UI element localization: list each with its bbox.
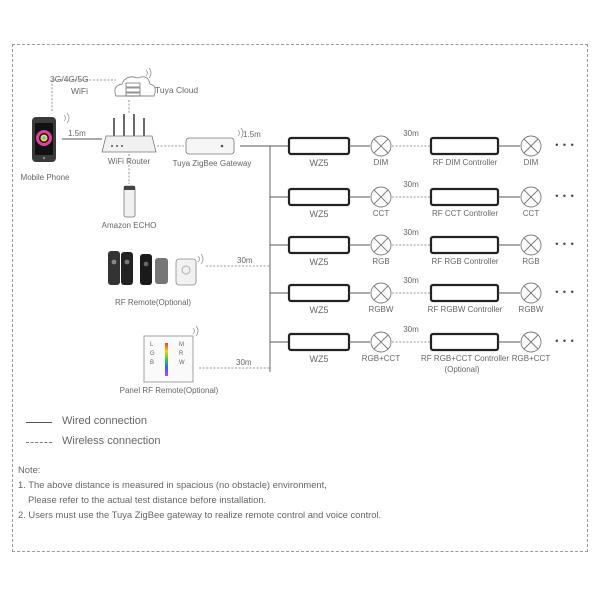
lamp-label: CCT	[372, 209, 390, 218]
rf-remote-icon	[108, 251, 197, 286]
lamp-cross	[373, 237, 389, 253]
more-devices-dots: • • •	[555, 239, 575, 249]
tuya-cloud-label: Tuya Cloud	[155, 85, 199, 95]
distance-label: 30m	[403, 180, 419, 189]
distance-gateway-bus: 1.5m	[243, 130, 261, 139]
lamp-label: DIM	[373, 158, 389, 167]
more-devices-dots: • • •	[555, 191, 575, 201]
mobile-phone-icon	[32, 117, 56, 162]
wired-connections	[62, 138, 271, 372]
zigbee-gateway-icon	[185, 137, 235, 155]
receiver-label: WZ5	[309, 305, 329, 315]
controller-box	[429, 187, 500, 207]
receiver-box	[287, 136, 351, 156]
panel-letter-r: R	[179, 351, 184, 357]
diagram-frame	[12, 44, 588, 552]
lamp-cross	[373, 138, 389, 154]
note-line-3: 2. Users must use the Tuya ZigBee gatewa…	[18, 509, 382, 520]
legend-wired-label: Wired connection	[62, 415, 147, 427]
receiver-label: WZ5	[309, 257, 329, 267]
wireless-connections	[51, 79, 270, 369]
wireless-signal-icon	[63, 67, 244, 337]
lamp-cross	[523, 285, 539, 301]
wireless-line-sample	[26, 442, 52, 443]
controller-label: RF RGBW Controller	[427, 305, 503, 314]
lamp-cross	[373, 334, 389, 350]
receiver-label: WZ5	[309, 209, 329, 219]
more-devices-dots: • • •	[555, 336, 575, 346]
wifi-label: WiFi	[71, 86, 88, 96]
rf-remote-label: RF Remote(Optional)	[114, 298, 192, 307]
panel-letter-l: L	[150, 342, 154, 348]
controller-label: RF DIM Controller	[432, 158, 498, 167]
notes-block: Note: 1. The above distance is measured …	[18, 462, 381, 522]
gateway-label: Tuya ZigBee Gateway	[172, 159, 252, 168]
cellular-label: 3G/4G/5G	[50, 74, 89, 84]
wifi-router-icon	[101, 114, 157, 153]
row-2	[270, 186, 542, 208]
panel-remote-label: Panel RF Remote(Optional)	[119, 386, 219, 395]
lamp-cross	[523, 334, 539, 350]
amazon-echo-label: Amazon ECHO	[101, 221, 157, 230]
lamp2-label: RGBW	[518, 305, 544, 314]
distance-panel-remote: 30m	[236, 358, 252, 367]
row-4	[270, 282, 542, 304]
distance-label: 30m	[403, 129, 419, 138]
note-line-1: 1. The above distance is measured in spa…	[18, 479, 327, 490]
controller-label: RF RGB Controller	[431, 257, 499, 266]
wifi-router-label: WiFi Router	[107, 157, 151, 166]
distance-label: 30m	[403, 325, 419, 334]
receiver-box	[287, 332, 351, 352]
lamp-cross	[523, 237, 539, 253]
controller-box	[429, 332, 500, 352]
controller-sub-label: (Optional)	[444, 365, 480, 374]
controller-box	[429, 235, 500, 255]
row-3	[270, 234, 542, 256]
controller-box	[429, 283, 500, 303]
rows-layer	[270, 135, 542, 353]
lamp-cross	[523, 189, 539, 205]
distance-phone-router: 1.5m	[68, 129, 86, 138]
mobile-phone-label: Mobile Phone	[20, 173, 70, 182]
lamp-cross	[373, 285, 389, 301]
panel-letter-g: G	[150, 351, 155, 357]
controller-label: RF CCT Controller	[431, 209, 499, 218]
receiver-box	[287, 187, 351, 207]
lamp2-label: RGB+CCT	[511, 354, 551, 363]
lamp2-label: RGB	[522, 257, 540, 266]
receiver-label: WZ5	[309, 354, 329, 364]
distance-label: 30m	[403, 276, 419, 285]
distance-label: 30m	[403, 228, 419, 237]
controller-label: RF RGB+CCT Controller	[420, 354, 510, 363]
receiver-box	[287, 283, 351, 303]
amazon-echo-icon	[123, 185, 136, 218]
tuya-cloud-icon	[114, 76, 156, 97]
wired-line-sample	[26, 422, 52, 423]
lamp-label: RGB	[372, 257, 390, 266]
more-devices-dots: • • •	[555, 140, 575, 150]
lamp-cross	[373, 189, 389, 205]
notes-title: Note:	[18, 464, 41, 475]
panel-letter-w: W	[179, 360, 185, 366]
lamp-label: RGBW	[368, 305, 394, 314]
panel-letter-b: B	[150, 360, 155, 366]
lamp2-label: CCT	[522, 209, 540, 218]
row-1	[270, 135, 542, 157]
lamp-cross	[523, 138, 539, 154]
legend-wireless-label: Wireless connection	[62, 435, 161, 447]
row-5	[270, 331, 542, 353]
lamp-label: RGB+CCT	[361, 354, 401, 363]
more-devices-dots: • • •	[555, 287, 575, 297]
controller-box	[429, 136, 500, 156]
panel-remote-icon	[143, 335, 194, 383]
receiver-label: WZ5	[309, 158, 329, 168]
panel-letter-m: M	[179, 342, 184, 348]
lamp2-label: DIM	[523, 158, 539, 167]
note-line-2: Please refer to the actual test distance…	[28, 494, 267, 505]
distance-rf-remote: 30m	[237, 256, 253, 265]
receiver-box	[287, 235, 351, 255]
